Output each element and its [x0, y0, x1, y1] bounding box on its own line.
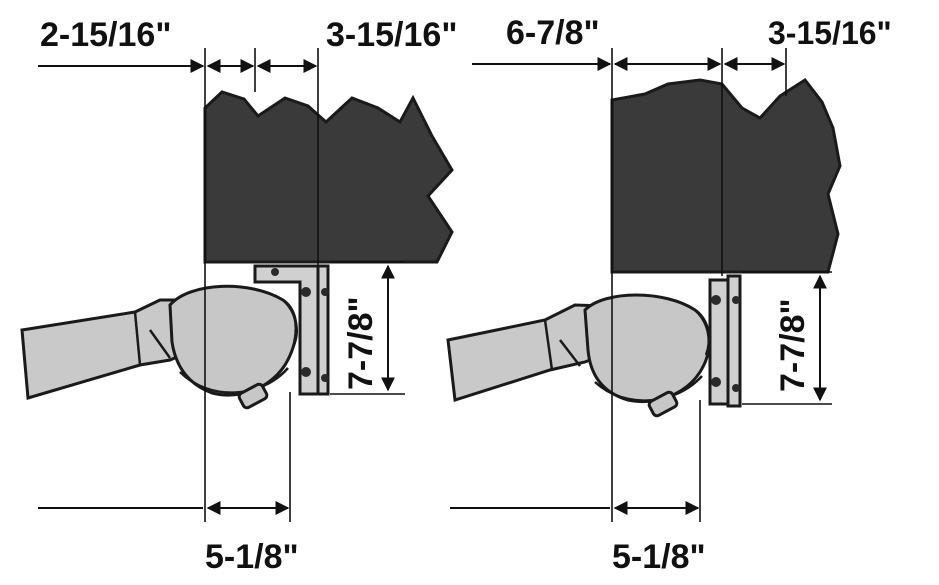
right-roller-housing	[583, 293, 711, 404]
left-wall-block	[203, 90, 454, 264]
left-bolt-5	[271, 268, 279, 276]
right-bolt-2	[711, 377, 721, 387]
right-latch	[647, 390, 679, 418]
right-bolt-1	[711, 295, 721, 305]
left-top-dim-right-label: 3-15/16"	[326, 16, 457, 54]
left-assembly: 2-15/16" 3-15/16" 7-7/8" 5-1/8"	[20, 16, 457, 576]
left-bolt-2	[301, 367, 311, 377]
left-bolt-1	[301, 287, 311, 297]
left-top-dim-left-label: 2-15/16"	[40, 16, 171, 54]
right-bracket-plate	[726, 274, 742, 408]
right-assembly: 6-7/8" 3-15/16" 7-7/8" 5-1/8"	[446, 14, 892, 576]
left-bracket-plate	[316, 264, 330, 396]
left-side-dim-label: 7-7/8"	[342, 296, 380, 390]
left-bolt-3	[321, 288, 329, 296]
left-latch	[237, 382, 269, 410]
right-bottom-dim-label: 5-1/8"	[612, 538, 706, 576]
right-bolt-4	[732, 384, 740, 392]
left-bolt-4	[321, 374, 329, 382]
right-top-dim-right-label: 3-15/16"	[768, 15, 892, 51]
right-wall-block	[610, 77, 842, 274]
right-bolt-3	[732, 296, 740, 304]
right-top-dim-left-label: 6-7/8"	[506, 14, 600, 52]
right-side-dim-label: 7-7/8"	[774, 298, 812, 392]
left-bottom-dim-label: 5-1/8"	[205, 538, 299, 576]
